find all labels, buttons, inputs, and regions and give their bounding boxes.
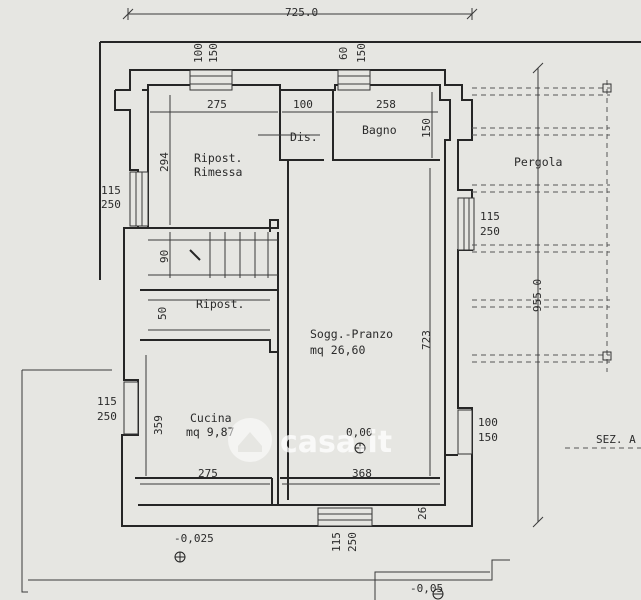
dim-win-top-right-a: 60 [337,47,350,60]
dim-right-low-a: 100 [478,416,498,429]
dim-top-width: 725.0 [285,6,318,19]
inner-dimension-lines [140,92,440,485]
window-right [457,197,475,251]
window-right-lower [457,409,473,455]
pergola-beams [472,80,612,372]
window-top-right [337,69,371,91]
level-marker-left [174,551,186,563]
dim-bottom-win-a: 115 [330,532,343,552]
window-left [129,171,149,227]
site-boundary-left [21,370,28,593]
site-boundary-bottom [28,559,510,581]
dim-left-win-a: 115 [101,184,121,197]
dim-stair-h2: 50 [156,307,169,320]
window-bottom [317,507,373,527]
dim-right-low-b: 150 [478,431,498,444]
room-sogg-line1: Sogg.-Pranzo [310,327,393,341]
watermark-logo: casa.it [228,418,392,462]
window-top-left [189,69,233,91]
dim-right-win-b: 250 [480,225,500,238]
level-marker-bottom [432,588,444,600]
room-bagno: Bagno [362,123,397,137]
room-cucina-line2: mq 9,87 [186,425,235,439]
dim-bottom-win-b: 250 [346,532,359,552]
room-pergola: Pergola [514,155,562,169]
level-marker-interior [354,442,366,454]
level-exterior-bottom: -0,05 [410,582,443,595]
dim-stair-h1: 90 [158,250,171,263]
dim-bagno-width: 258 [376,98,396,111]
level-interior: 0,00 [346,426,373,439]
dim-win-top-right-b: 150 [355,43,368,63]
dim-wall-thick: 26 [416,507,429,520]
dim-soggiorno-depth: 723 [420,330,433,350]
dim-ripost-depth: 294 [158,152,171,172]
level-exterior-left: -0,025 [174,532,214,545]
room-cucina-line1: Cucina [190,411,232,425]
room-dis: Dis. [290,130,318,144]
dim-cucina-width: 275 [198,467,218,480]
dim-ripost-width: 275 [207,98,227,111]
dim-dis-width: 100 [293,98,313,111]
dim-left-low-b: 250 [97,410,117,423]
site-boundary-bottom-right [374,571,490,600]
dim-cucina-depth: 359 [152,415,165,435]
watermark-text: casa.it [280,425,392,460]
dim-right-win-a: 115 [480,210,500,223]
dim-soggiorno-width: 368 [352,467,372,480]
dim-bagno-depth: 150 [420,118,433,138]
right-dimension-line [532,62,544,528]
top-dimension-line [122,8,478,20]
dim-win-top-left-a: 100 [192,43,205,63]
window-left-lower [123,381,139,435]
room-sogg-line2: mq 26,60 [310,343,365,357]
room-ripost2: Ripost. [196,297,244,311]
staircase [148,232,278,331]
dim-left-win-b: 250 [101,198,121,211]
dim-right-height: 955.0 [531,279,544,312]
room-ripost-line1: Ripost. [194,151,242,165]
room-ripost-line2: Rimessa [194,165,242,179]
section-label: SEZ. A [596,433,636,446]
dim-win-top-left-b: 150 [207,43,220,63]
dim-left-low-a: 115 [97,395,117,408]
